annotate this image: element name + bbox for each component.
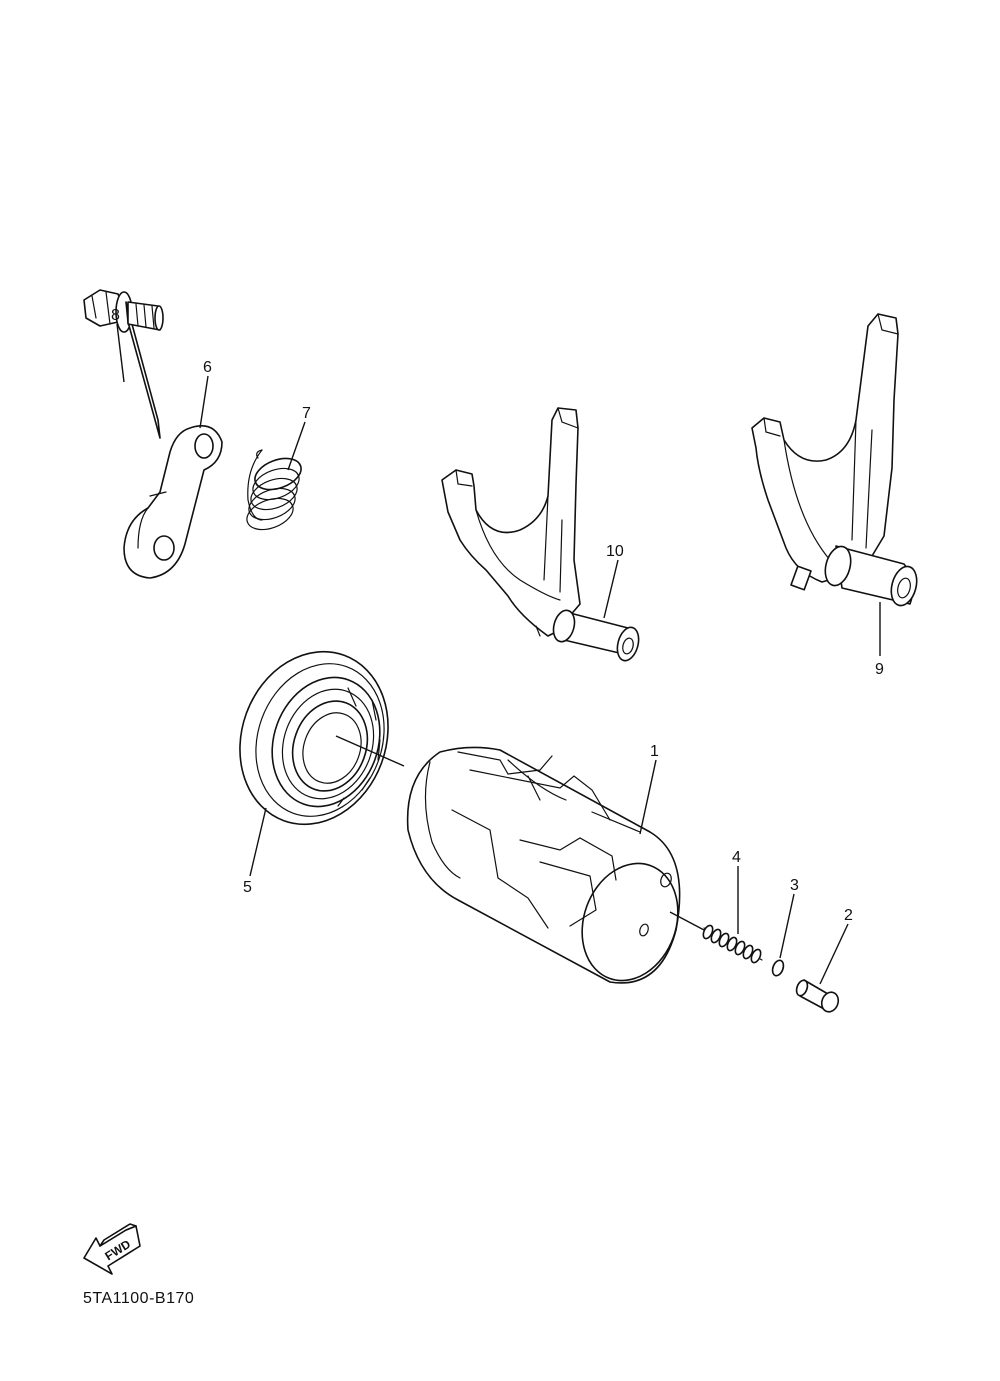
callout-3: 3 bbox=[790, 877, 799, 894]
part-3-ring bbox=[771, 959, 785, 977]
part-6-stopper-lever bbox=[123, 425, 223, 579]
callout-4: 4 bbox=[732, 849, 741, 866]
callout-labels: 1 2 3 4 5 6 7 8 9 10 bbox=[111, 307, 884, 924]
callout-1: 1 bbox=[650, 743, 659, 760]
callout-8: 8 bbox=[111, 307, 120, 324]
callout-2: 2 bbox=[844, 907, 853, 924]
callout-6: 6 bbox=[203, 359, 212, 376]
callout-5: 5 bbox=[243, 879, 252, 896]
fwd-arrow-icon: FWD bbox=[83, 1223, 141, 1275]
callout-7: 7 bbox=[302, 405, 311, 422]
part-7-spring bbox=[246, 449, 302, 531]
leader-lines bbox=[116, 323, 881, 985]
part-4-spring bbox=[702, 924, 763, 964]
part-10-shift-fork bbox=[441, 407, 640, 662]
part-5-bearing bbox=[239, 650, 389, 826]
part-9-shift-fork bbox=[751, 313, 918, 607]
part-2-pin bbox=[795, 979, 840, 1013]
callout-9: 9 bbox=[875, 661, 884, 678]
part-1-shift-drum bbox=[406, 746, 681, 984]
part-8-bolt bbox=[83, 289, 164, 439]
diagram-code: 5TA1100-B170 bbox=[83, 1290, 195, 1307]
callout-10: 10 bbox=[606, 543, 624, 560]
